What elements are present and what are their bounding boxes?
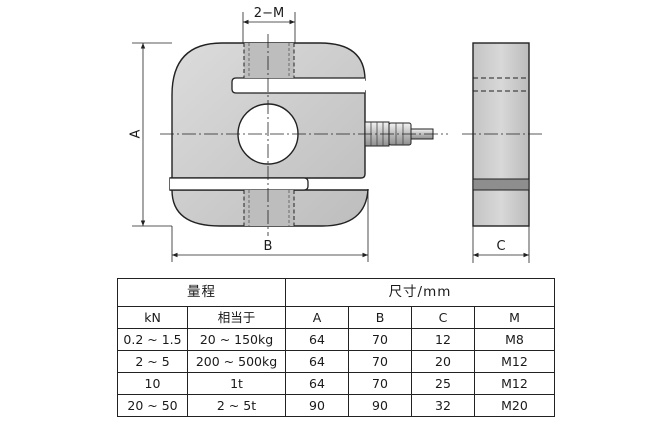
dimension-height: A — [129, 42, 172, 227]
top-thread — [244, 43, 294, 78]
column-header: kN — [117, 306, 188, 329]
dim-label-width: B — [264, 239, 273, 254]
table-cell: 0.2 ~ 1.5 — [117, 328, 188, 351]
table-cell: M20 — [474, 394, 555, 417]
column-header: M — [474, 306, 555, 329]
table-cell: 90 — [285, 394, 349, 417]
table-cell: 200 ~ 500kg — [187, 350, 286, 373]
column-header: 相当于 — [187, 306, 286, 329]
dim-label-height: A — [129, 129, 144, 138]
table-cell: 20 ~ 50 — [117, 394, 188, 417]
table-cell: 20 — [411, 350, 475, 373]
table-column-header-row: kN 相当于 A B C M — [117, 306, 555, 329]
table-cell: 1t — [187, 372, 286, 395]
dimension-depth: C — [472, 226, 530, 263]
table-cell: M12 — [474, 372, 555, 395]
header-size: 尺寸/mm — [285, 278, 555, 307]
column-header: B — [348, 306, 412, 329]
table-cell: 10 — [117, 372, 188, 395]
dimension-width: B — [171, 190, 369, 262]
table-cell: M12 — [474, 350, 555, 373]
table-row: 2 ~ 5 200 ~ 500kg 64 70 20 M12 — [117, 350, 555, 373]
table-group-header-row: 量程 尺寸/mm — [117, 278, 555, 307]
table-cell: M8 — [474, 328, 555, 351]
column-header: C — [411, 306, 475, 329]
lower-slot — [170, 177, 309, 191]
table-cell: 20 ~ 150kg — [187, 328, 286, 351]
header-range: 量程 — [117, 278, 286, 307]
side-view-body — [472, 42, 530, 227]
load-cell-drawing: 2−M A B C — [129, 6, 545, 263]
bottom-thread — [244, 190, 294, 226]
table-cell: 64 — [285, 350, 349, 373]
dimension-thread: 2−M — [242, 6, 296, 43]
dim-label-thread: 2−M — [254, 6, 284, 21]
table-cell: 12 — [411, 328, 475, 351]
table-cell: 2 ~ 5t — [187, 394, 286, 417]
table-cell: 2 ~ 5 — [117, 350, 188, 373]
table-cell: 32 — [411, 394, 475, 417]
upper-slot — [231, 77, 365, 94]
table-row: 0.2 ~ 1.5 20 ~ 150kg 64 70 12 M8 — [117, 328, 555, 351]
table-cell: 70 — [348, 372, 412, 395]
side-view — [462, 42, 545, 227]
side-view-band — [472, 178, 530, 191]
table-cell: 90 — [348, 394, 412, 417]
table-cell: 70 — [348, 350, 412, 373]
column-header: A — [285, 306, 349, 329]
table-row: 20 ~ 50 2 ~ 5t 90 90 32 M20 — [117, 394, 555, 417]
dim-label-depth: C — [496, 239, 505, 254]
table-cell: 64 — [285, 372, 349, 395]
table-cell: 70 — [348, 328, 412, 351]
s-beam-front-view — [160, 34, 448, 236]
table-cell: 64 — [285, 328, 349, 351]
table-cell: 25 — [411, 372, 475, 395]
table-row: 10 1t 64 70 25 M12 — [117, 372, 555, 395]
spec-table: 量程 尺寸/mm kN 相当于 A B C M 0.2 ~ 1.5 20 ~ 1… — [117, 278, 555, 417]
